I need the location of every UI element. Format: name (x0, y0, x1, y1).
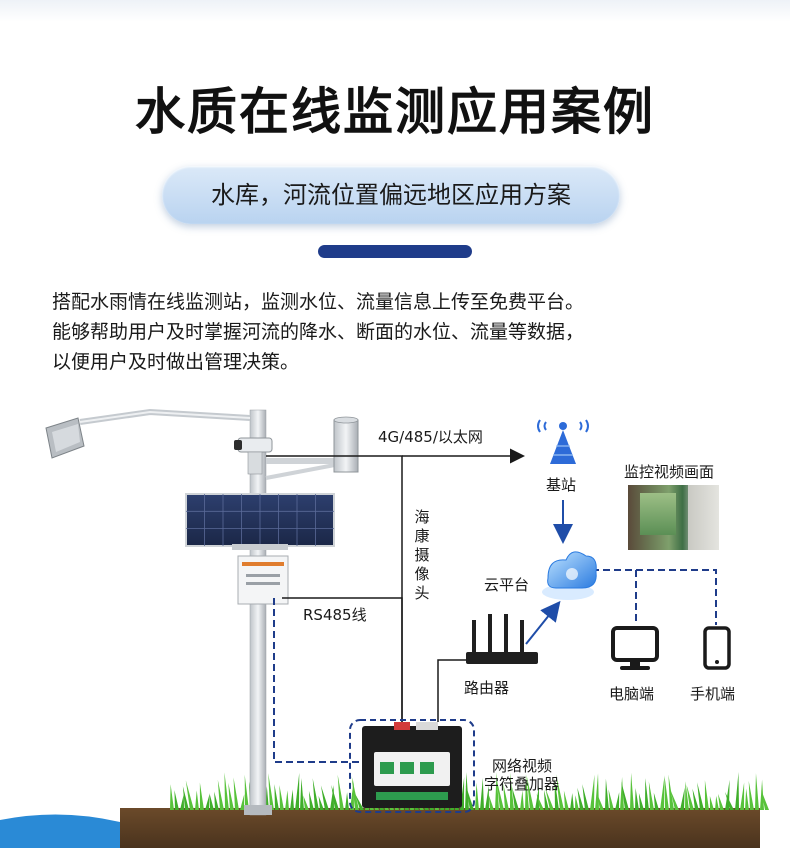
description-line-2: 能够帮助用户及时掌握河流的降水、断面的水位、流量等数据， (52, 321, 585, 343)
solar-panel (185, 493, 335, 550)
phone-label: 手机端 (690, 685, 736, 703)
rs485-label: RS485线 (303, 606, 367, 624)
monitor-video-wall (688, 485, 719, 550)
description-line-3: 以便用户及时做出管理决策。 (52, 351, 300, 373)
blue-arrows (525, 500, 573, 645)
phone-icon (703, 626, 731, 670)
router-to-cloud-arrow (525, 600, 561, 645)
cloud-to-phone-line (592, 569, 717, 625)
camera-device (234, 437, 273, 475)
monitor-video-image (628, 485, 719, 550)
base-station-tower-icon (537, 419, 589, 464)
monitor-video-scene (640, 493, 676, 535)
subtitle-pill: 水库，河流位置偏远地区应用方案 (162, 166, 620, 224)
cloud-platform-label: 云平台 (484, 576, 530, 594)
soil (120, 808, 760, 848)
solid-connections (266, 448, 525, 722)
rain-gauge (333, 416, 359, 473)
network-label: 4G/485/以太网 (378, 428, 483, 446)
control-box (237, 555, 289, 605)
page-title: 水质在线监测应用案例 (135, 83, 655, 141)
top-band (0, 0, 790, 22)
monitor-video-label: 监控视频画面 (624, 463, 715, 481)
overlay-to-router-line (437, 659, 466, 722)
computer-label: 电脑端 (609, 685, 655, 703)
divider-bar (318, 245, 472, 258)
base-station-label: 基站 (546, 476, 577, 494)
router-icon (466, 614, 538, 664)
dashed-connections (273, 569, 717, 763)
computer-icon (611, 626, 659, 670)
description-line-1: 搭配水雨情在线监测站，监测水位、流量信息上传至免费平台。 (52, 291, 585, 313)
ground (0, 772, 769, 848)
radar-level-sensor (45, 417, 85, 459)
router-label: 路由器 (464, 679, 510, 697)
camera-label: 海康摄像头 (414, 508, 430, 602)
water (0, 814, 130, 848)
cloud-platform-icon (542, 551, 597, 600)
overlay-label-line-2: 字符叠加器 (484, 775, 560, 793)
overlay-device (349, 719, 475, 813)
overlay-label-line-1: 网络视频 (492, 757, 553, 775)
